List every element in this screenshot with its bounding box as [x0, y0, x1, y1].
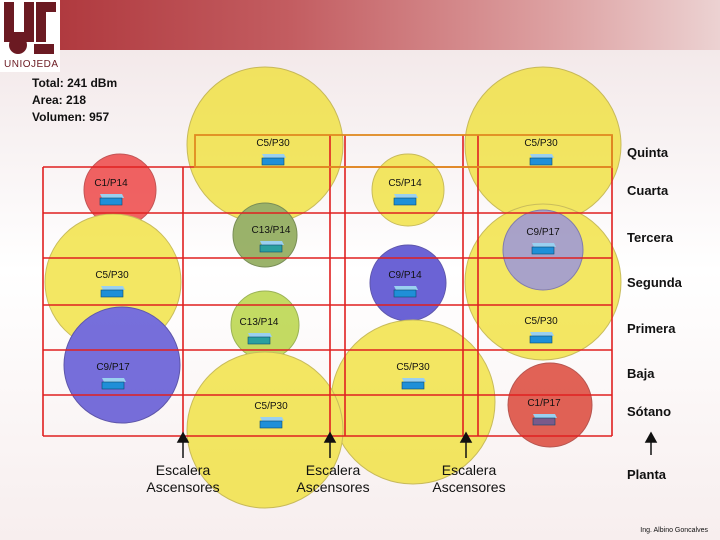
access-point: C9/P17 — [526, 227, 560, 255]
floor-label-baja: Baja — [627, 366, 655, 381]
access-point: C1/P17 — [527, 398, 561, 426]
access-point-label: C9/P17 — [96, 362, 130, 373]
access-point-label: C5/P14 — [388, 178, 422, 189]
floor-label-primera: Primera — [627, 321, 676, 336]
access-point: C5/P14 — [388, 178, 422, 206]
router-icon — [259, 417, 284, 429]
floor-label-tercera: Tercera — [627, 230, 674, 245]
access-point-label: C13/P14 — [252, 225, 291, 236]
access-point: C1/P14 — [94, 178, 128, 206]
coverage-circles — [44, 66, 622, 509]
access-point: C5/P30 — [396, 362, 430, 390]
coverage-circle — [330, 319, 496, 485]
router-icon — [532, 414, 557, 426]
access-point-label: C5/P30 — [524, 316, 558, 327]
logo-text: UNIOJEDA — [4, 59, 59, 70]
coverage-circle — [369, 244, 447, 322]
floor-label-planta: Planta — [627, 467, 667, 482]
access-point: C13/P14 — [252, 225, 291, 253]
stair-arrows — [176, 431, 658, 458]
access-point-label: C5/P30 — [95, 270, 129, 281]
access-point: C5/P30 — [524, 138, 558, 166]
stair-label-3: Escalera Ascensores — [414, 462, 524, 496]
access-point: C9/P14 — [388, 270, 422, 298]
access-point-label: C9/P17 — [526, 227, 560, 238]
university-logo — [0, 0, 60, 72]
access-point-label: C9/P14 — [388, 270, 422, 281]
access-point-label: C1/P14 — [94, 178, 128, 189]
stair-label-1: Escalera Ascensores — [128, 462, 238, 496]
top-floor-outline — [194, 134, 613, 168]
header-band — [60, 0, 720, 50]
floor-label-quinta: Quinta — [627, 145, 669, 160]
router-icon — [100, 286, 125, 298]
total-power: Total: 241 dBm — [32, 76, 118, 90]
stair-line1: Escalera — [441, 462, 497, 478]
router-icon — [99, 194, 124, 206]
floor-grid — [42, 135, 613, 437]
router-icon — [531, 243, 556, 255]
author-credit: Ing. Albino Goncalves — [640, 527, 708, 534]
access-point: C5/P30 — [256, 138, 290, 166]
coverage-circle — [186, 351, 344, 509]
router-icon — [247, 333, 272, 345]
area-value: Area: 218 — [32, 93, 87, 107]
stair-line2: Ascensores — [146, 479, 220, 495]
stair-label-2: Escalera Ascensores — [278, 462, 388, 496]
stair-line1: Escalera — [305, 462, 361, 478]
access-point: C9/P17 — [96, 362, 130, 390]
floor-label-sotano: Sótano — [627, 404, 672, 419]
router-icon — [529, 332, 554, 344]
coverage-circle — [371, 153, 445, 227]
stair-line2: Ascensores — [296, 479, 370, 495]
coverage-circle — [63, 306, 181, 424]
access-point-label: C5/P30 — [254, 401, 288, 412]
router-icon — [259, 241, 284, 253]
access-point-label: C13/P14 — [240, 317, 279, 328]
access-point: C5/P30 — [95, 270, 129, 298]
access-point: C5/P30 — [254, 401, 288, 429]
access-point: C5/P30 — [524, 316, 558, 344]
coverage-circle — [507, 362, 593, 448]
router-icon — [401, 378, 426, 390]
floor-label-cuarta: Cuarta — [627, 183, 669, 198]
access-point-label: C5/P30 — [396, 362, 430, 373]
access-point: C13/P14 — [240, 317, 279, 345]
router-icon — [393, 286, 418, 298]
router-icon — [393, 194, 418, 206]
floor-label-segunda: Segunda — [627, 275, 682, 290]
stair-line1: Escalera — [155, 462, 211, 478]
router-icon — [529, 154, 554, 166]
router-icon — [261, 154, 286, 166]
access-point-label: C5/P30 — [524, 138, 558, 149]
access-point-label: C1/P17 — [527, 398, 561, 409]
access-point-label: C5/P30 — [256, 138, 290, 149]
volume-value: Volumen: 957 — [32, 110, 110, 124]
router-icon — [101, 378, 126, 390]
stair-line2: Ascensores — [432, 479, 506, 495]
